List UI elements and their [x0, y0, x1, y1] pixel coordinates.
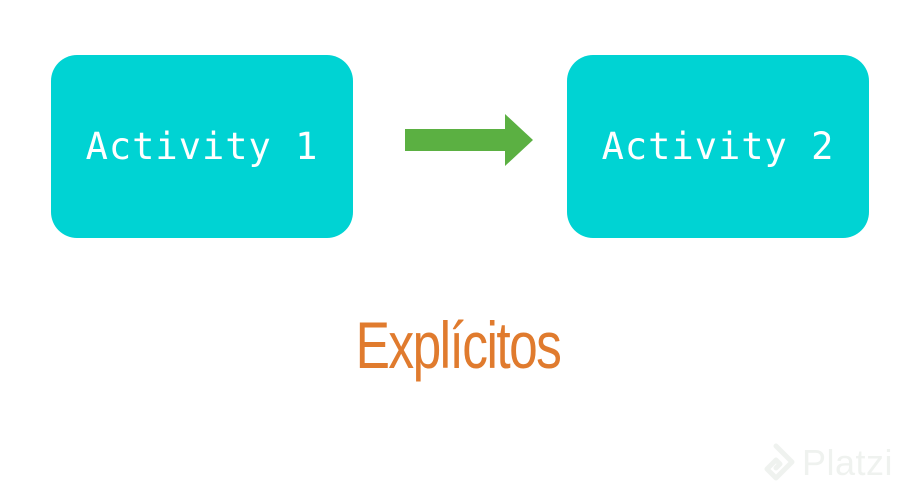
platzi-watermark: Platzi [756, 443, 893, 483]
right-arrow-icon [405, 114, 533, 166]
activity-2-label: Activity 2 [601, 125, 835, 168]
activity-1-label: Activity 1 [85, 125, 319, 168]
platzi-logo-icon [764, 443, 795, 481]
platzi-watermark-text: Platzi [802, 442, 894, 483]
caption-title: Explícitos [355, 308, 562, 382]
arrow-shape [405, 114, 533, 166]
activity-1-node: Activity 1 [51, 55, 353, 238]
activity-2-node: Activity 2 [567, 55, 869, 238]
